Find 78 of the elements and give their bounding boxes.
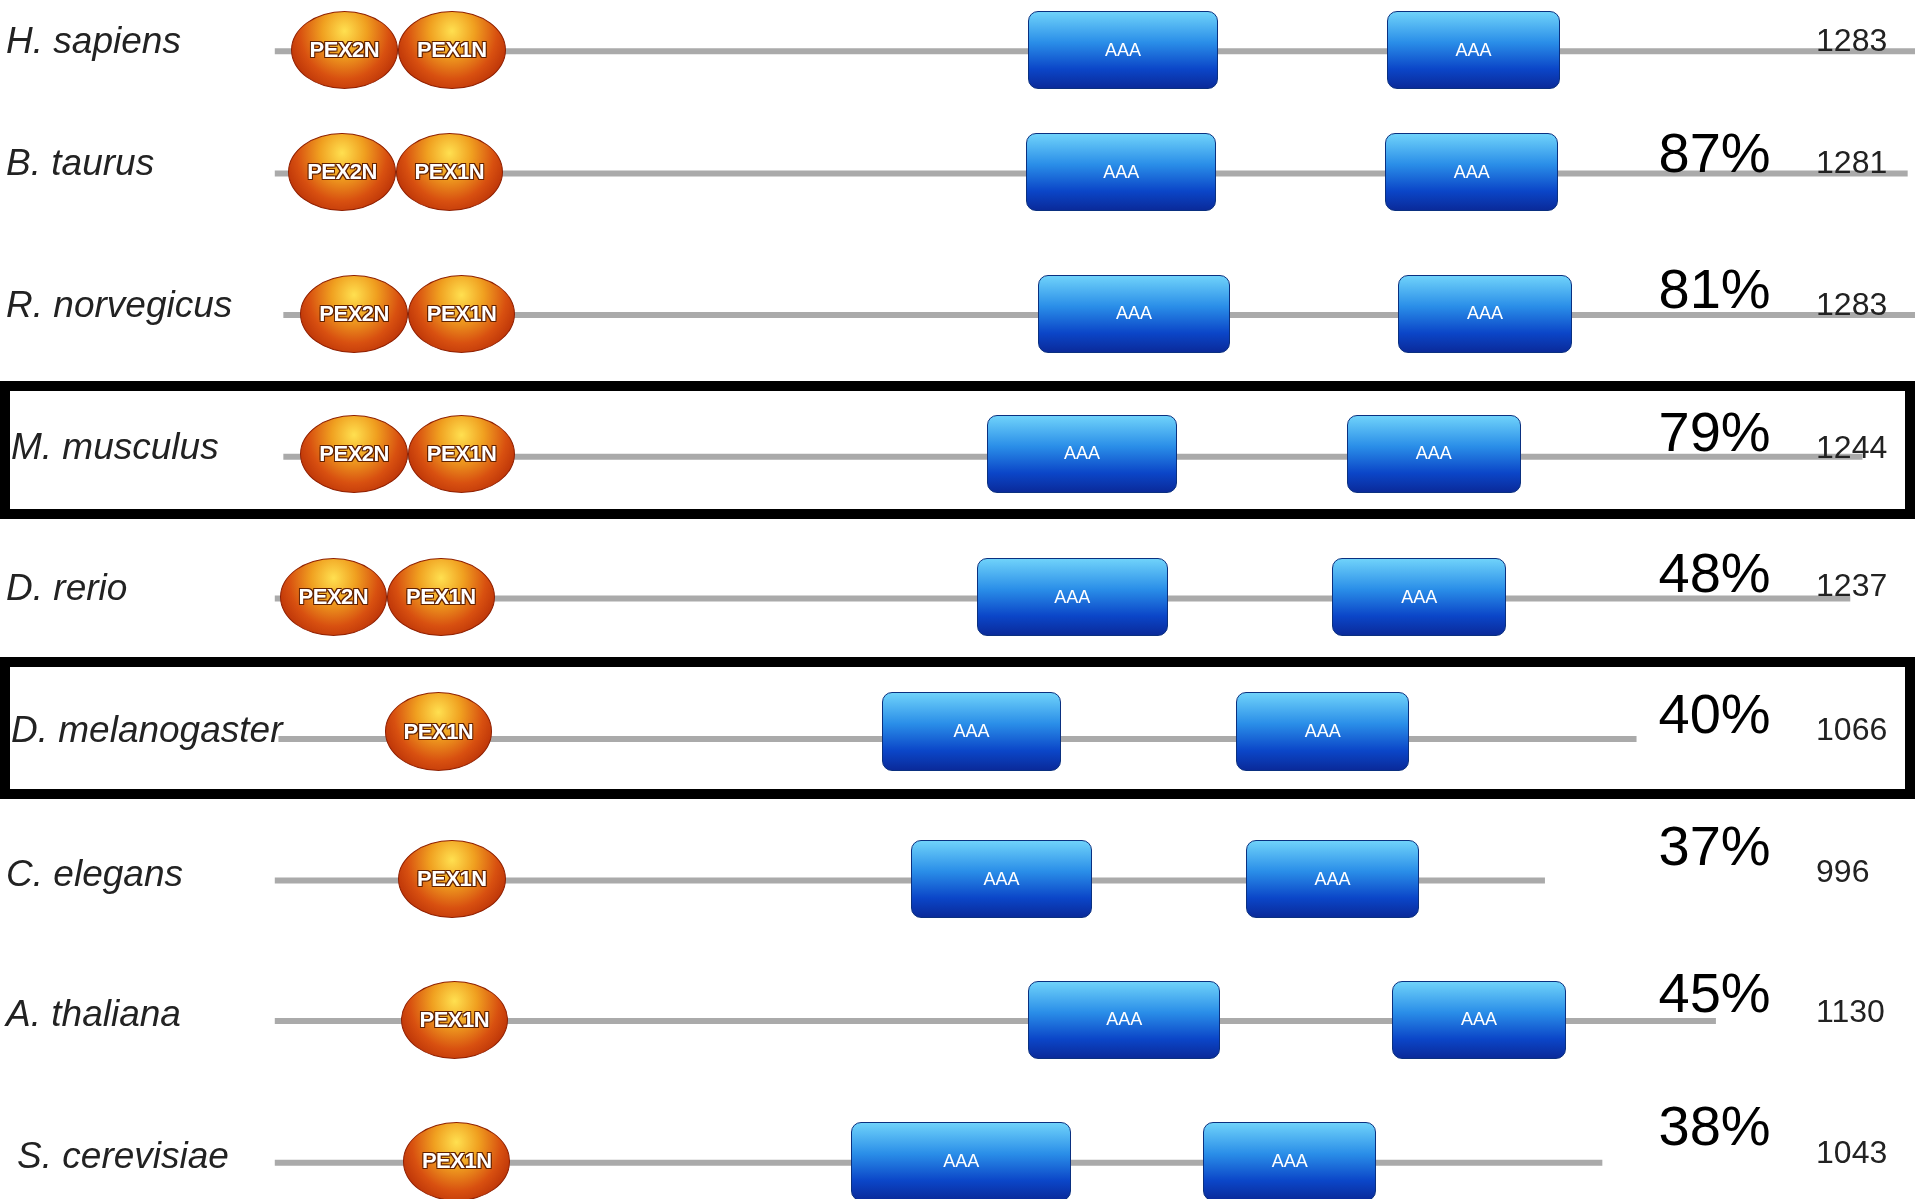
- domain-box: [1025, 133, 1217, 212]
- species-name: A. thaliana: [6, 995, 181, 1033]
- domain-box: [881, 692, 1062, 771]
- domain-label: PEX2N: [298, 584, 369, 611]
- domain-label: AAA: [1314, 868, 1351, 890]
- sequence-length: 996: [1816, 854, 1870, 887]
- domain-label: AAA: [1415, 443, 1452, 465]
- domain-box: [1384, 133, 1559, 212]
- highlight-frame: [0, 381, 1915, 520]
- domain-label: AAA: [1401, 586, 1438, 608]
- species-name: B. taurus: [6, 143, 155, 181]
- domain-label: PEX2N: [307, 159, 377, 186]
- percent-identity: 45%: [1658, 964, 1771, 1021]
- sequence-length: 1066: [1816, 713, 1888, 746]
- domain-label: AAA: [1455, 39, 1492, 61]
- domain-box: [1398, 274, 1572, 353]
- domain-box: [1387, 11, 1560, 90]
- domain-label: AAA: [1467, 303, 1504, 325]
- species-name: H. sapiens: [6, 21, 181, 59]
- domain-label: AAA: [1104, 39, 1141, 61]
- highlight-frame: [0, 657, 1915, 799]
- species-name: D. rerio: [6, 568, 128, 606]
- domain-label: PEX2N: [319, 300, 389, 327]
- percent-identity: 48%: [1658, 544, 1771, 601]
- species-name: D. melanogaster: [11, 710, 283, 748]
- domain-label: AAA: [1106, 1009, 1143, 1031]
- domain-box: [1235, 692, 1410, 771]
- domain-label: PEX1N: [403, 718, 474, 745]
- percent-identity: 37%: [1658, 818, 1771, 875]
- domain-box: [1028, 980, 1221, 1059]
- domain-label: PEX1N: [417, 37, 487, 64]
- sequence-length: 1283: [1816, 24, 1888, 57]
- domain-label: AAA: [1271, 1150, 1308, 1172]
- domain-box: [1392, 980, 1566, 1059]
- sequence-length: 1130: [1816, 995, 1885, 1028]
- domain-label: AAA: [1453, 161, 1490, 183]
- percent-identity: 38%: [1658, 1098, 1771, 1155]
- domain-label: PEX1N: [426, 440, 497, 467]
- sequence-length: 1043: [1816, 1135, 1888, 1168]
- domain-label: AAA: [983, 868, 1020, 890]
- domain-box: [1202, 1122, 1377, 1199]
- percent-identity: 87%: [1658, 124, 1771, 181]
- percent-identity: 81%: [1658, 261, 1771, 318]
- domain-label: AAA: [1054, 586, 1091, 608]
- domain-box: [1028, 11, 1218, 90]
- domain-box: [1245, 840, 1420, 919]
- percent-identity: 79%: [1658, 404, 1771, 461]
- sequence-length: 1237: [1816, 569, 1888, 601]
- domain-label: AAA: [1115, 303, 1152, 325]
- domain-label: AAA: [1103, 161, 1140, 183]
- domain-box: [986, 414, 1178, 493]
- domain-label: PEX1N: [417, 866, 487, 893]
- species-name: M. musculus: [11, 428, 219, 466]
- domain-label: AAA: [1460, 1009, 1497, 1031]
- domain-label: PEX1N: [421, 1148, 492, 1175]
- species-name: C. elegans: [6, 854, 183, 892]
- domain-label: PEX1N: [414, 159, 485, 186]
- domain-label: PEX2N: [309, 37, 380, 64]
- sequence-length: 1244: [1816, 430, 1888, 463]
- sequence-length: 1281: [1816, 146, 1888, 179]
- domain-label: PEX1N: [406, 584, 476, 611]
- domain-label: AAA: [1304, 721, 1341, 743]
- domain-label: AAA: [1064, 443, 1101, 465]
- sequence-length: 1283: [1816, 288, 1888, 321]
- domain-label: PEX2N: [319, 440, 389, 467]
- domain-label: PEX1N: [426, 300, 497, 327]
- domain-label: PEX1N: [419, 1006, 490, 1033]
- domain-box: [1347, 414, 1521, 493]
- domain-box: [1332, 558, 1506, 637]
- domain-box: [977, 558, 1168, 637]
- domain-box: [851, 1122, 1072, 1199]
- species-name: R. norvegicus: [6, 285, 233, 323]
- domain-box: [1038, 274, 1230, 353]
- domain-label: AAA: [943, 1150, 980, 1172]
- percent-identity: 40%: [1658, 686, 1771, 743]
- domain-box: [911, 840, 1092, 919]
- domain-label: AAA: [953, 721, 990, 743]
- species-name: S. cerevisiae: [17, 1136, 229, 1174]
